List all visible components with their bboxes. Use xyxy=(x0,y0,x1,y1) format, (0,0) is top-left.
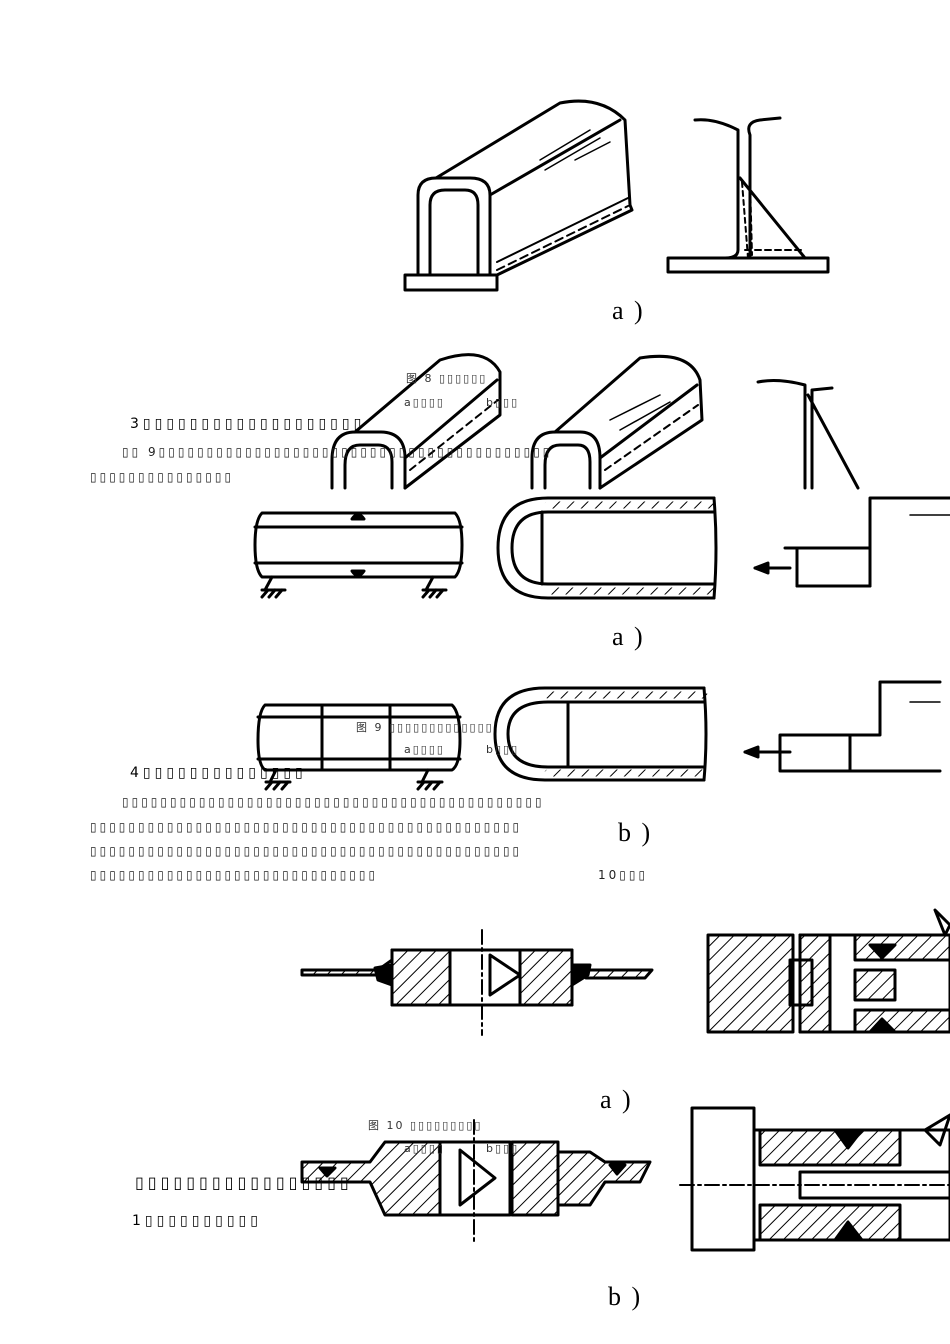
fig10-caption: 图 10 ▯▯▯▯▯▯▯▯▯ xyxy=(368,1119,483,1132)
fig10-subcaption-a: a▯▯▯▯ xyxy=(404,1142,445,1155)
paragraph-4-line-4: ▯▯▯▯▯▯▯▯▯▯▯▯▯▯▯▯▯▯▯▯▯▯▯▯▯▯▯▯▯▯ xyxy=(90,868,379,882)
fig9b-drawings xyxy=(256,680,942,791)
fig8-subcaption-a: a▯▯▯▯ xyxy=(404,396,445,409)
heading-4: 4▯▯▯▯▯▯▯▯▯▯▯▯▯▯ xyxy=(130,765,307,781)
fig9a-drawings xyxy=(253,496,950,600)
fig8-caption: 图 8 ▯▯▯▯▯▯ xyxy=(406,372,488,385)
fig9a-label: a ) xyxy=(612,622,645,651)
fig10b-drawings xyxy=(300,1106,950,1252)
fig9b-label: b ) xyxy=(618,818,653,847)
fig9-subcaption-b: b▯▯▯ xyxy=(486,743,520,756)
heading-3: 3▯▯▯▯▯▯▯▯▯▯▯▯▯▯▯▯▯▯▯ xyxy=(130,416,366,432)
fig8b-channel-drawings xyxy=(330,353,860,490)
paragraph-3-line-1: ▯▯ 9▯▯▯▯▯▯▯▯▯▯▯▯▯▯▯▯▯▯▯▯▯▯▯▯▯▯▯▯▯▯▯▯▯▯▯▯… xyxy=(122,445,553,459)
paragraph-4-line-3: ▯▯▯▯▯▯▯▯▯▯▯▯▯▯▯▯▯▯▯▯▯▯▯▯▯▯▯▯▯▯▯▯▯▯▯▯▯▯▯▯… xyxy=(90,844,523,858)
fig8a-channel-drawing xyxy=(403,99,634,292)
paragraph-4-figure-ref: 10▯▯▯ xyxy=(598,868,649,882)
fig8a-label: a ) xyxy=(612,296,645,325)
fig10b-label: b ) xyxy=(608,1282,643,1311)
fig10a-label: a ) xyxy=(600,1085,633,1114)
fig10a-drawings xyxy=(300,908,950,1036)
fig9-caption: 图 9 ▯▯▯▯▯▯▯▯▯▯▯▯▯ xyxy=(356,721,494,734)
paragraph-4-line-1: ▯▯▯▯▯▯▯▯▯▯▯▯▯▯▯▯▯▯▯▯▯▯▯▯▯▯▯▯▯▯▯▯▯▯▯▯▯▯▯▯… xyxy=(122,795,545,809)
fig8-subcaption-b: b▯▯▯ xyxy=(486,396,520,409)
subsection-1: 1▯▯▯▯▯▯▯▯▯▯ xyxy=(132,1213,262,1229)
fig10-subcaption-b: b▯▯▯ xyxy=(486,1142,520,1155)
fig9-subcaption-a: a▯▯▯▯ xyxy=(404,743,445,756)
fig8a-ibeam-drawing xyxy=(666,116,830,274)
section-heading: ▯▯▯▯▯▯▯▯▯▯▯▯▯▯▯▯▯ xyxy=(135,1173,353,1192)
paragraph-3-line-2: ▯▯▯▯▯▯▯▯▯▯▯▯▯▯▯ xyxy=(90,470,235,484)
paragraph-4-line-2: ▯▯▯▯▯▯▯▯▯▯▯▯▯▯▯▯▯▯▯▯▯▯▯▯▯▯▯▯▯▯▯▯▯▯▯▯▯▯▯▯… xyxy=(90,820,523,834)
